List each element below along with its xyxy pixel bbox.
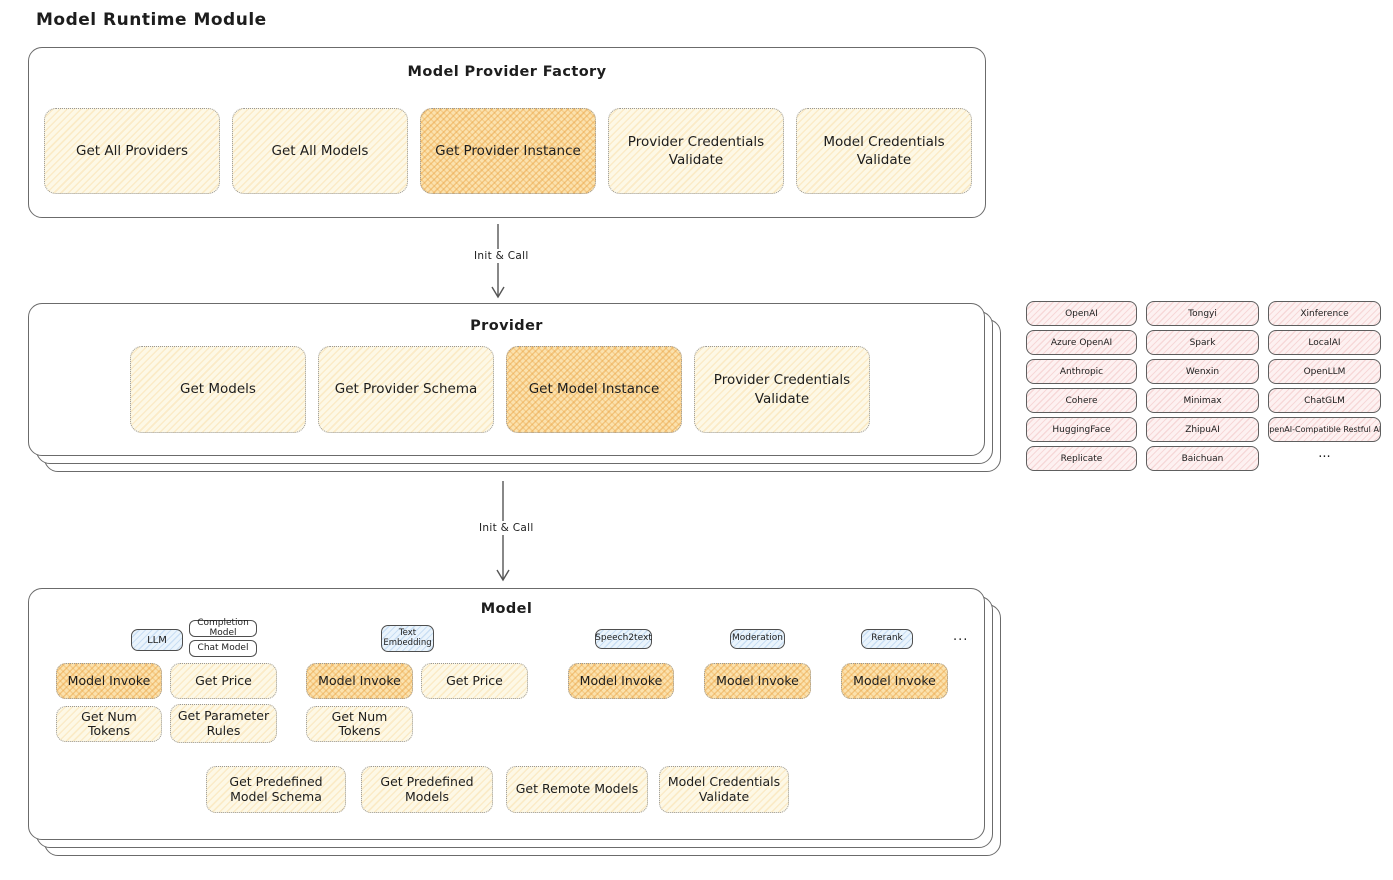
provider-chip-replicate: Replicate xyxy=(1026,446,1137,471)
tab-text-embedding: Text Embedding xyxy=(381,625,434,652)
node-embedding-get-price: Get Price xyxy=(421,663,528,699)
factory-box: Model Provider Factory Get All Providers… xyxy=(28,47,986,218)
node-rerank-model-invoke: Model Invoke xyxy=(841,663,948,699)
arrow-label-init-call-2: Init & Call xyxy=(474,521,539,535)
node-get-all-providers: Get All Providers xyxy=(44,108,220,194)
tab-moderation: Moderation xyxy=(730,629,785,649)
provider-chip-openai-compatible: OpenAI-Compatible Restful API xyxy=(1268,417,1381,442)
provider-list-ellipsis: ... xyxy=(1318,446,1331,461)
provider-box: Provider Get Models Get Provider Schema … xyxy=(28,303,985,456)
provider-chip-huggingface: HuggingFace xyxy=(1026,417,1137,442)
provider-chip-wenxin: Wenxin xyxy=(1146,359,1259,384)
provider-chip-tongyi: Tongyi xyxy=(1146,301,1259,326)
tab-completion-model: Completion Model xyxy=(189,618,257,637)
provider-chip-openai: OpenAI xyxy=(1026,301,1137,326)
node-llm-get-parameter-rules: Get Parameter Rules xyxy=(170,704,277,743)
provider-chip-minimax: Minimax xyxy=(1146,388,1259,413)
node-provider-credentials-validate-2: Provider Credentials Validate xyxy=(694,346,870,433)
node-get-provider-instance: Get Provider Instance xyxy=(420,108,596,194)
tab-speech2text: Speech2text xyxy=(595,629,652,649)
node-get-models: Get Models xyxy=(130,346,306,433)
provider-chip-azure-openai: Azure OpenAI xyxy=(1026,330,1137,355)
factory-box-title: Model Provider Factory xyxy=(407,64,607,80)
model-box-title: Model xyxy=(480,601,533,617)
provider-chip-openllm: OpenLLM xyxy=(1268,359,1381,384)
provider-chip-localai: LocalAI xyxy=(1268,330,1381,355)
provider-chip-anthropic: Anthropic xyxy=(1026,359,1137,384)
node-get-predefined-model-schema: Get Predefined Model Schema xyxy=(206,766,346,813)
node-embedding-model-invoke: Model Invoke xyxy=(306,663,413,699)
node-model-credentials-validate-2: Model Credentials Validate xyxy=(659,766,789,813)
provider-chip-chatglm: ChatGLM xyxy=(1268,388,1381,413)
model-box: Model LLM Completion Model Chat Model Te… xyxy=(28,588,985,840)
node-get-all-models: Get All Models xyxy=(232,108,408,194)
page-title: Model Runtime Module xyxy=(36,10,267,30)
provider-chip-spark: Spark xyxy=(1146,330,1259,355)
provider-list: OpenAI Tongyi Xinference Azure OpenAI Sp… xyxy=(1026,301,1381,471)
provider-box-title: Provider xyxy=(470,318,543,334)
tab-chat-model: Chat Model xyxy=(189,640,257,657)
provider-chip-cohere: Cohere xyxy=(1026,388,1137,413)
node-get-predefined-models: Get Predefined Models xyxy=(361,766,493,813)
node-llm-get-num-tokens: Get Num Tokens xyxy=(56,706,162,742)
node-get-model-instance: Get Model Instance xyxy=(506,346,682,433)
node-provider-credentials-validate: Provider Credentials Validate xyxy=(608,108,784,194)
node-model-credentials-validate: Model Credentials Validate xyxy=(796,108,972,194)
provider-chip-baichuan: Baichuan xyxy=(1146,446,1259,471)
node-llm-get-price: Get Price xyxy=(170,663,277,699)
tab-rerank: Rerank xyxy=(861,629,913,649)
tab-llm: LLM xyxy=(131,629,183,651)
provider-chip-xinference: Xinference xyxy=(1268,301,1381,326)
arrow-label-init-call-1: Init & Call xyxy=(469,249,534,263)
tabs-ellipsis: ... xyxy=(953,629,969,644)
provider-chip-zhipuai: ZhipuAI xyxy=(1146,417,1259,442)
node-llm-model-invoke: Model Invoke xyxy=(56,663,162,699)
node-get-remote-models: Get Remote Models xyxy=(506,766,648,813)
node-embedding-get-num-tokens: Get Num Tokens xyxy=(306,706,413,742)
node-get-provider-schema: Get Provider Schema xyxy=(318,346,494,433)
node-moderation-model-invoke: Model Invoke xyxy=(704,663,811,699)
node-speech2text-model-invoke: Model Invoke xyxy=(568,663,674,699)
